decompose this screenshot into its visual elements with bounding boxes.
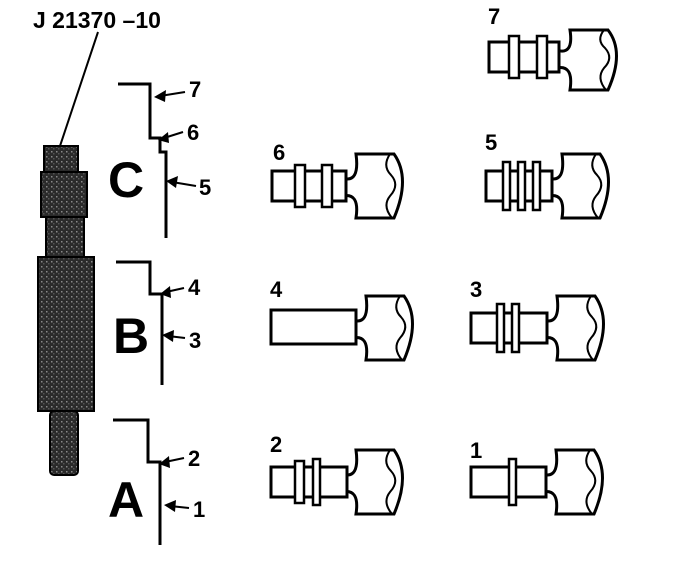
stem-view-5: 5 [484, 130, 610, 220]
profile-callout-3: 3 [189, 328, 201, 353]
profile-callout-2: 2 [188, 446, 200, 471]
stem-view-7: 7 [487, 4, 618, 92]
stem-label-4: 4 [270, 277, 283, 302]
tool-leader-line [59, 31, 99, 147]
section-letter-c: C [108, 152, 144, 208]
profile-callout-5: 5 [199, 175, 211, 200]
profile-callout-1: 1 [193, 497, 205, 522]
stem-label-6: 6 [273, 140, 285, 165]
stem-label-3: 3 [470, 277, 482, 302]
stem-label-2: 2 [270, 432, 282, 457]
section-letter-b: B [113, 308, 149, 364]
stem-label-7: 7 [488, 4, 500, 29]
profile-callout-4: 4 [188, 275, 201, 300]
stem-label-1: 1 [470, 438, 482, 463]
stem-label-5: 5 [485, 130, 497, 155]
stem-view-3: 3 [469, 277, 605, 362]
stem-view-2: 2 [269, 432, 404, 516]
step-profile-a: A 2 1 [108, 418, 205, 545]
stem-view-1: 1 [469, 438, 604, 516]
step-profile-b: B 4 3 [113, 260, 201, 385]
tool-number-label: J 21370 –10 [33, 7, 161, 33]
profile-callout-6: 6 [187, 120, 199, 145]
step-profile-c: C 7 6 5 [108, 77, 211, 238]
section-letter-a: A [108, 472, 144, 528]
stem-view-4: 4 [269, 277, 414, 362]
tool-shaft [37, 145, 95, 476]
stem-view-6: 6 [270, 140, 404, 220]
profile-callout-7: 7 [189, 77, 201, 102]
